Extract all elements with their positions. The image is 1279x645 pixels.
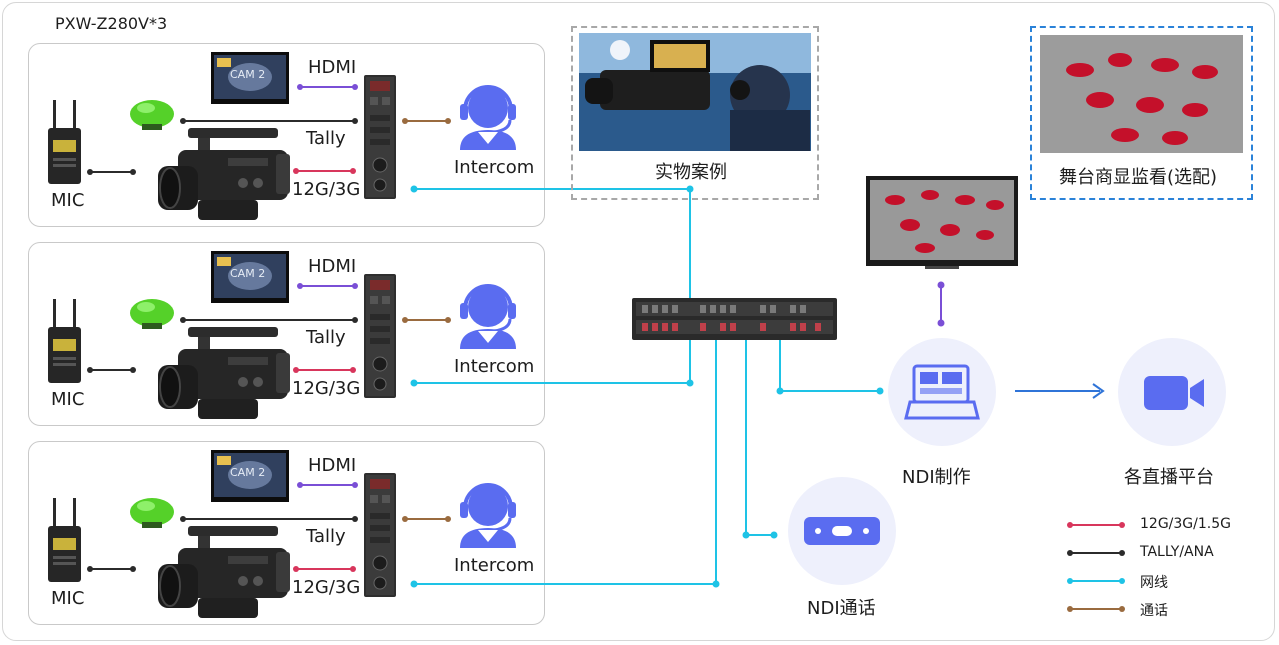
network-switch-icon — [632, 298, 837, 340]
sdi-label: 12G/3G — [292, 179, 361, 200]
stage-monitor-box — [1030, 26, 1253, 200]
converter-unit-icon — [363, 273, 397, 399]
sdi-label: 12G/3G — [292, 378, 361, 399]
row-2-devices — [48, 251, 518, 420]
row-1-devices — [48, 52, 518, 221]
mic-label: MIC — [51, 588, 85, 609]
video-camera-icon — [1144, 376, 1204, 410]
mic-label: MIC — [51, 190, 85, 211]
live-platform-node — [1118, 338, 1226, 446]
legend-label-sdi: 12G/3G/1.5G — [1140, 516, 1231, 532]
hdmi-label: HDMI — [308, 57, 357, 78]
legend-label-tally: TALLY/ANA — [1140, 544, 1214, 560]
intercom-label: Intercom — [454, 157, 535, 178]
tally-label: Tally — [306, 526, 346, 547]
monitor-screen-text: CAM 2 — [230, 68, 266, 81]
tally-light-icon — [130, 498, 174, 528]
mic-label: MIC — [51, 389, 85, 410]
ndi-intercom-node — [788, 477, 896, 585]
intercom-label: Intercom — [454, 555, 535, 576]
converter-unit-icon — [363, 472, 397, 598]
monitor-screen-text: CAM 2 — [230, 466, 266, 479]
sdi-label: 12G/3G — [292, 577, 361, 598]
ndi-production-node — [888, 338, 996, 446]
tally-light-icon — [130, 100, 174, 130]
live-platform-label: 各直播平台 — [1124, 467, 1214, 488]
intercom-station-icon — [804, 517, 880, 545]
ndi-intercom-label: NDI通话 — [807, 598, 876, 619]
row-3-devices — [48, 450, 518, 619]
camcorder-icon — [157, 127, 291, 221]
wireless-mic-icon — [48, 498, 81, 582]
tally-light-icon — [130, 299, 174, 329]
diagram-title: PXW-Z280V*3 — [55, 14, 168, 33]
tv-display-icon — [866, 176, 1018, 269]
monitor-screen-text: CAM 2 — [230, 267, 266, 280]
hdmi-label: HDMI — [308, 455, 357, 476]
real-case-caption: 实物案例 — [655, 162, 727, 183]
camera-operator-photo — [579, 33, 811, 151]
intercom-label: Intercom — [454, 356, 535, 377]
tally-label: Tally — [306, 128, 346, 149]
camcorder-icon — [157, 326, 291, 420]
camcorder-icon — [157, 525, 291, 619]
video-mixer-icon — [904, 364, 980, 420]
legend-swatches — [1067, 522, 1125, 612]
hdmi-label: HDMI — [308, 256, 357, 277]
tally-label: Tally — [306, 327, 346, 348]
stage-performance-photo — [1040, 35, 1243, 153]
legend-label-intercom: 通话 — [1140, 603, 1168, 619]
legend-label-network: 网线 — [1140, 575, 1168, 591]
stage-monitor-caption: 舞台商显监看(选配) — [1059, 167, 1218, 188]
real-case-box — [571, 26, 819, 200]
converter-unit-icon — [363, 74, 397, 200]
intercom-headset-icon — [458, 483, 518, 550]
intercom-headset-icon — [458, 284, 518, 351]
wireless-mic-icon — [48, 299, 81, 383]
ndi-production-label: NDI制作 — [902, 467, 971, 488]
intercom-headset-icon — [458, 85, 518, 152]
wireless-mic-icon — [48, 100, 81, 184]
